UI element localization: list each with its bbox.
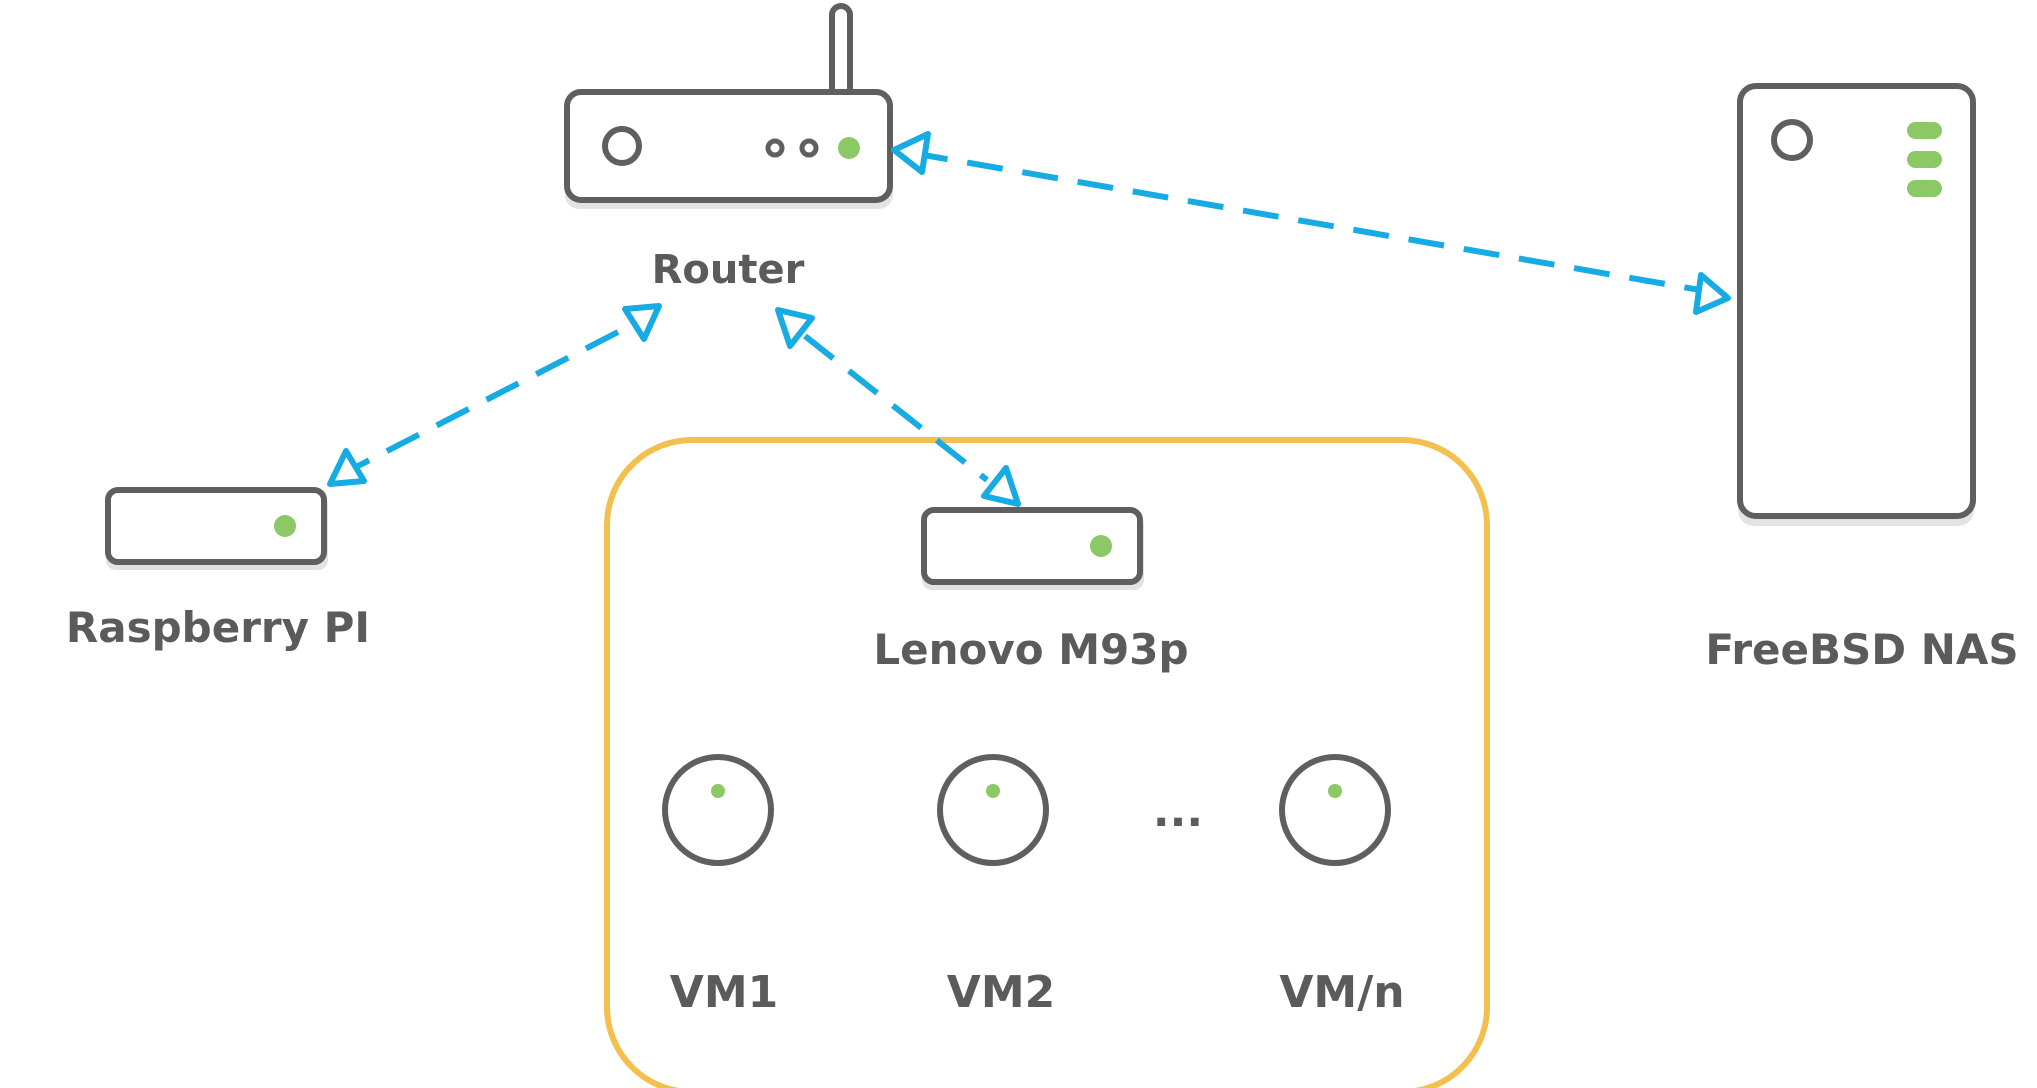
raspberry-pi-device <box>105 487 328 570</box>
raspberry-pi-label: Raspberry PI <box>66 603 370 652</box>
vm-2 <box>937 754 1049 866</box>
raspberry-pi-body <box>105 487 327 565</box>
nas-label: FreeBSD NAS <box>1705 625 2018 674</box>
vm-2-status-led <box>986 784 1000 798</box>
nas-drive-led-3 <box>1907 180 1942 197</box>
vm-1-ring-icon <box>662 754 774 866</box>
router-status-led <box>838 137 860 159</box>
vm-n <box>1279 754 1391 866</box>
vm-ellipsis: ... <box>1153 786 1203 837</box>
link-router-raspberry-pi <box>327 303 662 487</box>
lenovo-group-box <box>604 437 1490 1088</box>
link-router-lenovo-arrowhead-lenovo <box>981 465 1021 507</box>
link-router-lenovo-arrowhead-router <box>775 307 815 349</box>
nas-drive-led-2 <box>1907 151 1942 168</box>
lenovo-device <box>921 507 1144 590</box>
raspberry-pi-status-led <box>274 515 296 537</box>
vm-2-label: VM2 <box>947 967 1055 1018</box>
vm-n-status-led <box>1328 784 1342 798</box>
router-antenna <box>829 3 853 101</box>
lenovo-status-led <box>1090 535 1112 557</box>
vm-1-status-led <box>711 784 725 798</box>
vm-1 <box>662 754 774 866</box>
link-router-nas-arrowhead-router <box>891 131 931 175</box>
router-label: Router <box>652 247 805 293</box>
link-router-lenovo-line <box>803 333 989 483</box>
nas-device <box>1737 83 1976 526</box>
lenovo-body <box>921 507 1143 585</box>
router-body <box>564 89 893 203</box>
link-router-nas-line <box>911 150 1701 293</box>
nas-drive-led-1 <box>1907 122 1942 139</box>
router-port-icon-2 <box>799 138 819 158</box>
link-router-raspberry-pi-line <box>356 329 620 469</box>
vm-1-label: VM1 <box>670 967 778 1018</box>
link-router-lenovo <box>775 307 1021 507</box>
vm-n-label: VM/n <box>1279 967 1404 1018</box>
router-power-ring-icon <box>602 126 642 166</box>
nas-power-ring-icon <box>1771 119 1813 161</box>
router-device <box>564 3 893 209</box>
vm-2-ring-icon <box>937 754 1049 866</box>
router-port-icon-1 <box>765 138 785 158</box>
vm-n-ring-icon <box>1279 754 1391 866</box>
link-router-nas-arrowhead-nas <box>1693 272 1731 315</box>
link-router-raspberry-pi-arrowhead-router <box>622 303 662 342</box>
lenovo-label: Lenovo M93p <box>873 625 1188 674</box>
link-router-nas <box>891 131 1731 315</box>
link-router-raspberry-pi-arrowhead-pi <box>327 448 367 487</box>
